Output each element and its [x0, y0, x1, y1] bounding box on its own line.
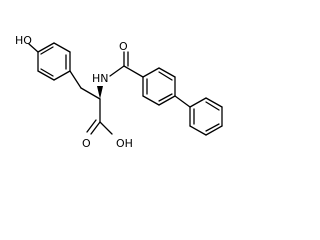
- bond: [53, 70, 71, 81]
- carbonyl-oxygen-label: O: [119, 40, 128, 53]
- stereo-wedge-bond: [97, 86, 103, 99]
- bond-double-inner: [40, 46, 54, 55]
- bond: [142, 95, 160, 106]
- bond-double-inner: [205, 101, 220, 111]
- bond: [37, 70, 55, 81]
- bond-phenol-oh: [28, 43, 39, 53]
- bond: [205, 125, 223, 136]
- bond-carboxyl-oh: [99, 121, 113, 135]
- bond: [189, 125, 207, 136]
- bond-double-inner: [40, 68, 54, 77]
- bond-ring-ch2: [69, 70, 82, 89]
- bond: [158, 95, 176, 106]
- phenol-ring: [37, 42, 71, 81]
- bond-carboxyl-double-o: [90, 121, 101, 135]
- hydroxyl-label: HO: [15, 34, 32, 47]
- bond-carboxyl-double-o-inner: [86, 119, 97, 133]
- acid-hydroxyl-label: OH: [116, 137, 133, 150]
- acid-carbonyl-oxygen-label: O: [82, 137, 91, 150]
- amide-nitrogen-label: HN: [92, 72, 109, 85]
- molecule-diagram: HO HN O OH O: [15, 34, 223, 150]
- bond-biphenyl-link: [174, 95, 191, 108]
- bond-n-carbonyl: [109, 65, 125, 77]
- benzoyl-ring: [142, 67, 176, 106]
- bond: [189, 97, 207, 108]
- bond-ch2-alpha: [80, 87, 101, 100]
- bond-carbonyl-ring: [123, 65, 144, 78]
- bond: [37, 42, 55, 53]
- phenyl-ring: [189, 97, 223, 136]
- bond: [53, 42, 71, 53]
- bond: [205, 97, 223, 108]
- bond-double-inner: [158, 71, 173, 81]
- bond: [158, 67, 176, 78]
- bond-double-inner: [205, 123, 220, 132]
- bond: [142, 67, 160, 78]
- bond-double-inner: [158, 93, 173, 102]
